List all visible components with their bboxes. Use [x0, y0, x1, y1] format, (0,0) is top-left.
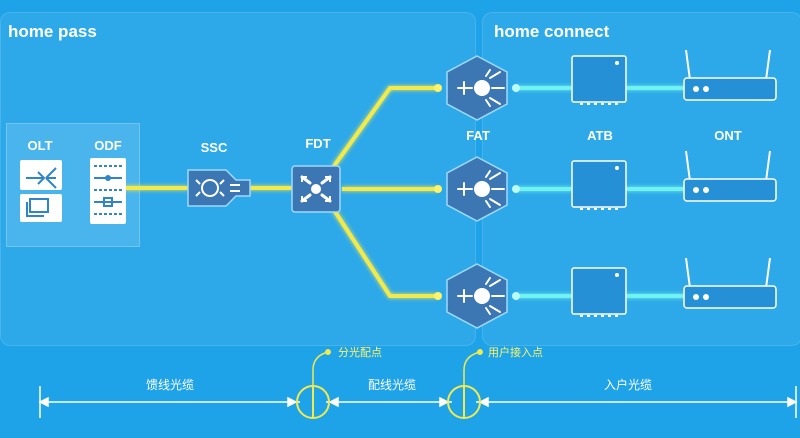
home-pass-title: home pass	[8, 22, 97, 41]
fat-label: FAT	[466, 128, 490, 143]
fat-node-bottom	[446, 263, 508, 329]
olt-label: OLT	[27, 138, 53, 153]
cable-dimension-line	[38, 386, 798, 418]
feeder-cable-label: 馈线光缆	[145, 378, 195, 392]
distribution-cable-label: 配线光缆	[367, 378, 417, 392]
ssc-label: SSC	[200, 140, 228, 155]
atb-boxes	[571, 55, 627, 317]
odf-icon	[90, 158, 126, 224]
home-connect-title: home connect	[494, 22, 610, 41]
feeder-line-ends	[434, 84, 442, 300]
fat-nodes	[446, 55, 508, 329]
access-point-label: 用户接入点	[488, 347, 543, 359]
olt-icons	[20, 160, 62, 222]
line-fdt-fat-top	[332, 86, 438, 168]
fat-node-top	[446, 55, 508, 121]
ont-router-mid	[683, 150, 777, 202]
ont-router-bottom	[683, 257, 777, 309]
split-point-marker	[296, 349, 331, 419]
odf-label: ODF	[94, 138, 122, 153]
atb-box-mid	[571, 160, 627, 210]
ont-routers	[683, 49, 777, 309]
fat-node-mid	[446, 156, 508, 222]
fdt-label: FDT	[305, 136, 331, 151]
connect-lines	[516, 86, 684, 298]
split-point-label: 分光配点	[338, 347, 382, 359]
ont-router-top	[683, 49, 777, 101]
atb-box-bottom	[571, 267, 627, 317]
access-point-marker	[447, 349, 483, 419]
line-fdt-fat-bottom	[332, 208, 438, 298]
fdt-icon	[291, 165, 341, 213]
atb-label: ATB	[587, 128, 613, 143]
feeder-lines	[124, 86, 438, 298]
drop-cable-label: 入户光缆	[603, 378, 653, 392]
ssc-icon	[187, 169, 251, 207]
connect-line-ends	[512, 84, 520, 300]
atb-box-top	[571, 55, 627, 105]
home-pass-panel	[0, 12, 476, 346]
ont-label: ONT	[714, 128, 742, 143]
